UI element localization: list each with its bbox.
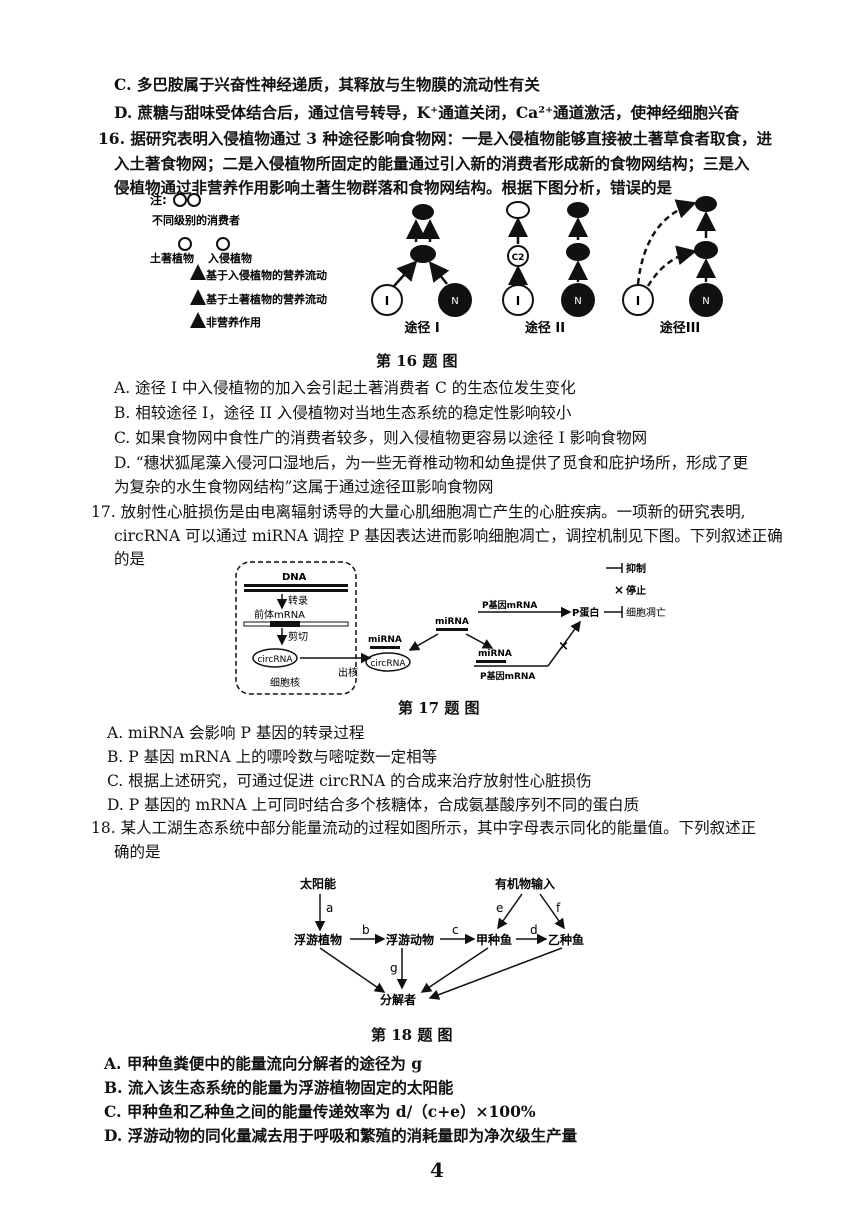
- circrna-2: circRNA: [370, 659, 406, 669]
- legend-inhibit: 抑制: [626, 562, 646, 575]
- q17-option-a: A. miRNA 会影响 P 基因的转录过程: [107, 724, 365, 742]
- legend-arrow1: 基于入侵植物的营养流动: [205, 268, 327, 282]
- label-a: a: [326, 901, 333, 915]
- legend-native-icon: [178, 237, 192, 251]
- q16-figure: 注: 不同级别的消费者 土著植物 入侵植物 基于入侵植物的营养流动 基于土著植物…: [150, 192, 723, 336]
- legend-stop: 停止: [626, 584, 646, 597]
- q16-option-c: C. 如果食物网中食性广的消费者较多，则入侵植物更容易以途径 I 影响食物网: [114, 429, 648, 447]
- legend-invasive-label: 入侵植物: [208, 251, 252, 265]
- q16-stem-line2: 入土著食物网；二是入侵植物所固定的能量通过引入新的消费者形成新的食物网结构；三是…: [114, 154, 750, 173]
- legend-invasive-icon: [216, 237, 230, 251]
- pathway-3-label: 途径III: [660, 320, 701, 336]
- label-c: c: [452, 923, 459, 937]
- legend-arrow3: 非营养作用: [206, 315, 261, 329]
- organic-input-label: 有机物输入: [495, 876, 555, 891]
- q16-option-d-line2: 为复杂的水生食物网结构”这属于通过途径Ⅲ影响食物网: [114, 478, 494, 496]
- label-b: b: [362, 923, 370, 937]
- q15-option-d: D. 蔗糖与甜味受体结合后，通过信号转导，K⁺通道关闭，Ca²⁺通道激活，使神经…: [114, 103, 740, 122]
- q18-stem-line2: 确的是: [114, 843, 161, 861]
- pathway-1: I N 途径 I: [371, 204, 472, 336]
- label-g: g: [390, 961, 398, 975]
- legend-native-label: 土著植物: [150, 251, 194, 265]
- q16-option-a: A. 途径 I 中入侵植物的加入会引起土著消费者 C 的生态位发生变化: [114, 379, 576, 397]
- node-c2: C2: [512, 253, 525, 263]
- fish-a-label: 甲种鱼: [476, 932, 512, 947]
- page-number: 4: [430, 1158, 444, 1182]
- nucleus-label: 细胞核: [270, 676, 300, 689]
- stop-mark-icon: ×: [558, 639, 569, 654]
- pre-mrna-label: 前体mRNA: [254, 608, 305, 621]
- q18-caption: 第 18 题 图: [371, 1026, 453, 1044]
- legend-consumers: 不同级别的消费者: [152, 213, 240, 227]
- transcribe-label: 转录: [288, 594, 308, 607]
- sun-label: 太阳能: [300, 876, 336, 891]
- p-mrna-1: P基因mRNA: [482, 599, 537, 611]
- label-d: d: [530, 923, 538, 937]
- legend-arrow2: 基于土著植物的营养流动: [205, 292, 327, 306]
- zooplankton-label: 浮游动物: [386, 932, 434, 947]
- node-n: N: [451, 296, 458, 307]
- q17-stem-line1: 17. 放射性心脏损伤是由电离辐射诱导的大量心肌细胞凋亡产生的心脏疾病。一项新的…: [91, 503, 746, 521]
- q17-caption: 第 17 题 图: [398, 699, 480, 717]
- pathway-2: C2 I N 途径 II: [502, 201, 595, 336]
- mirna-1: miRNA: [368, 635, 402, 645]
- pathway-3: I N 途径III: [622, 196, 723, 336]
- q18-stem-line1: 18. 某人工湖生态系统中部分能量流动的过程如图所示，其中字母表示同化的能量值。…: [91, 819, 757, 837]
- plankton-plant-label: 浮游植物: [294, 932, 342, 947]
- q17-figure: DNA 转录 前体mRNA 剪切 circRNA 细胞核 出核 miRNA ci…: [235, 561, 666, 695]
- legend-stop-icon: ×: [614, 583, 624, 597]
- q17-option-b: B. P 基因 mRNA 上的嘌呤数与嘧啶数一定相等: [107, 748, 438, 766]
- dna-label: DNA: [282, 572, 307, 583]
- node-i: I: [385, 294, 389, 308]
- pathway-2-label: 途径 II: [525, 320, 565, 336]
- node-i-2: I: [516, 294, 520, 308]
- node-i-3: I: [636, 294, 640, 308]
- q16-option-d-line1: D. “穗状狐尾藻入侵河口湿地后，为一些无脊椎动物和幼鱼提供了觅食和庇护场所，形…: [114, 454, 749, 472]
- label-e: e: [496, 901, 503, 915]
- legend-consumer-icons: [173, 193, 201, 207]
- circrna-1: circRNA: [257, 655, 293, 665]
- p-protein: P蛋白: [572, 606, 599, 619]
- q17-stem-line2: circRNA 可以通过 miRNA 调控 P 基因表达进而影响细胞凋亡，调控机…: [114, 527, 783, 545]
- q17-option-c: C. 根据上述研究，可通过促进 circRNA 的合成来治疗放射性心脏损伤: [107, 772, 592, 790]
- p-mrna-2: P基因mRNA: [480, 670, 535, 682]
- q16-stem-line1: 16. 据研究表明入侵植物通过 3 种途径影响食物网：一是入侵植物能够直接被土著…: [98, 129, 772, 148]
- splice-label: 剪切: [288, 630, 308, 643]
- q18-option-a: A. 甲种鱼粪便中的能量流向分解者的途径为 g: [104, 1054, 423, 1073]
- q16-stem-line3: 侵植物通过非营养作用影响土著生物群落和食物网结构。根据下图分析，错误的是: [114, 178, 673, 197]
- label-f: f: [556, 901, 561, 915]
- q18-option-b: B. 流入该生态系统的能量为浮游植物固定的太阳能: [104, 1078, 454, 1097]
- node-n-3: N: [702, 296, 709, 307]
- mirna-2: miRNA: [435, 617, 469, 627]
- node-n-2: N: [574, 296, 581, 307]
- apoptosis-label: 细胞凋亡: [626, 606, 666, 619]
- legend-note: 注:: [150, 192, 167, 207]
- q16-caption: 第 16 题 图: [376, 352, 458, 370]
- q18-figure: 太阳能 有机物输入 a 浮游植物 b 浮游动物 c 甲种鱼 d 乙种鱼 e f …: [294, 876, 584, 1007]
- mirna-3: miRNA: [478, 649, 512, 659]
- q18-option-c: C. 甲种鱼和乙种鱼之间的能量传递效率为 d/（c+e）×100%: [104, 1102, 536, 1121]
- pathway-1-label: 途径 I: [404, 320, 439, 336]
- q18-option-d: D. 浮游动物的同化量减去用于呼吸和繁殖的消耗量即为净次级生产量: [104, 1126, 578, 1145]
- fish-b-label: 乙种鱼: [548, 932, 584, 947]
- export-label: 出核: [338, 666, 358, 679]
- decomposer-label: 分解者: [380, 992, 416, 1007]
- q17-option-d: D. P 基因的 mRNA 上可同时结合多个核糖体，合成氨基酸序列不同的蛋白质: [107, 796, 640, 814]
- q16-option-b: B. 相较途径 I，途径 II 入侵植物对当地生态系统的稳定性影响较小: [114, 404, 572, 422]
- q15-option-c: C. 多巴胺属于兴奋性神经递质，其释放与生物膜的流动性有关: [114, 75, 540, 94]
- q17-stem-line3: 的是: [114, 550, 146, 568]
